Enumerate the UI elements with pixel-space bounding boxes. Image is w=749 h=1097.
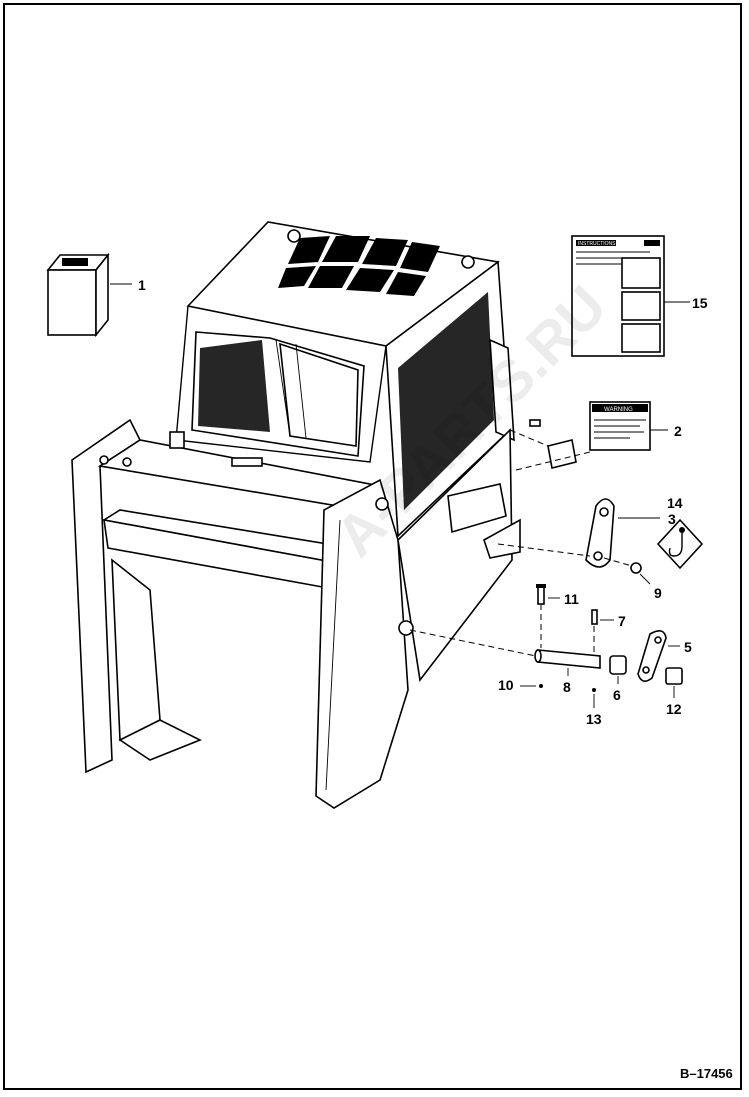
cab-roof (186, 221, 500, 347)
callout-13: 13 (586, 711, 602, 727)
washer-13-part[interactable] (592, 688, 596, 692)
bolt-part[interactable] (536, 584, 546, 605)
callout-14: 14 (667, 495, 683, 511)
hook-decal-part[interactable] (656, 518, 704, 570)
callout-9: 9 (654, 585, 662, 601)
callout-6: 6 (613, 687, 621, 703)
bracket-part[interactable] (585, 498, 615, 568)
instructions-decal-part[interactable]: INSTRUCTIONS (571, 235, 665, 357)
latch-handle (447, 483, 521, 559)
callout-15: 15 (692, 295, 708, 311)
callout-11: 11 (564, 591, 579, 607)
callout-7: 7 (618, 613, 626, 629)
operators-manual-part[interactable] (46, 252, 110, 338)
callout-1: 1 (138, 277, 146, 293)
warning-decal-part[interactable]: WARNING (529, 401, 651, 469)
latch-plate-part[interactable] (637, 630, 667, 682)
washer-10-part[interactable] (539, 684, 543, 688)
callout-2: 2 (674, 423, 682, 439)
callout-3: 3 (668, 511, 676, 527)
small-bolt-part[interactable] (591, 609, 598, 625)
cab-side-screen (385, 260, 515, 538)
roof-vent-grid (278, 236, 440, 296)
drawing-frame (3, 3, 742, 1090)
figure-id: B–17456 (680, 1066, 733, 1081)
nut-part[interactable] (630, 562, 642, 574)
callout-10: 10 (498, 677, 514, 693)
pin-part[interactable] (534, 649, 601, 669)
decal-warning-title: WARNING (604, 407, 633, 413)
callout-12: 12 (666, 701, 682, 717)
lock-nut-part[interactable] (665, 667, 683, 685)
bushing-part[interactable] (609, 655, 627, 675)
callout-8: 8 (563, 679, 571, 695)
cab-rear-wall (175, 305, 387, 463)
decal-instructions-title: INSTRUCTIONS (578, 241, 616, 247)
callout-5: 5 (684, 639, 692, 655)
